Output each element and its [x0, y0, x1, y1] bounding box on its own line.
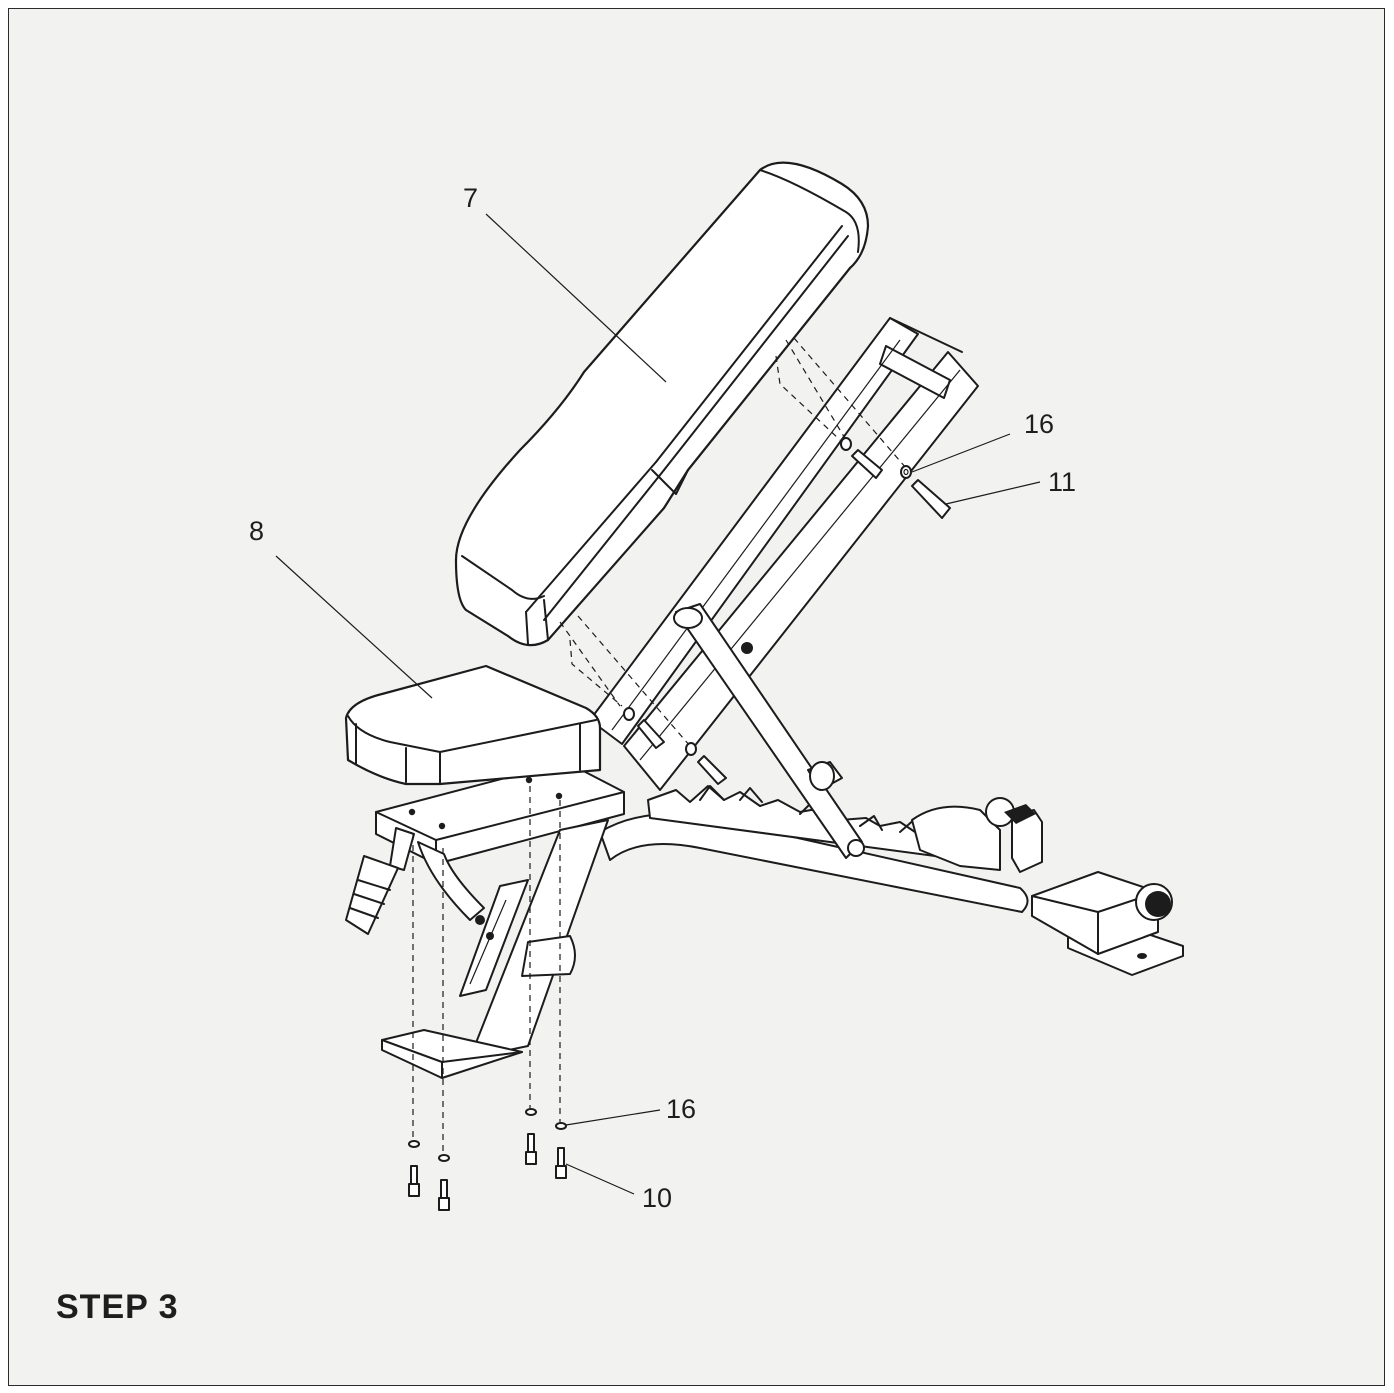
callout-part-8: 8 [249, 516, 265, 546]
hardware [408, 437, 951, 1211]
backrest-pad [454, 161, 870, 647]
callout-part-7: 7 [463, 183, 479, 213]
backrest-support-frame [589, 317, 979, 859]
rear-base [1031, 871, 1184, 976]
step-title: STEP 3 [56, 1288, 179, 1326]
callout-part-16-bottom: 16 [666, 1094, 697, 1124]
callout-part-10: 10 [642, 1183, 673, 1213]
seat-pad [344, 664, 602, 786]
seat-frame [345, 761, 625, 1079]
leader-lines [275, 213, 1041, 1195]
main-frame-rail [599, 785, 1043, 913]
alignment-lines [412, 337, 907, 1154]
callout-part-16-top: 16 [1024, 409, 1055, 439]
callout-part-11: 11 [1048, 467, 1077, 497]
